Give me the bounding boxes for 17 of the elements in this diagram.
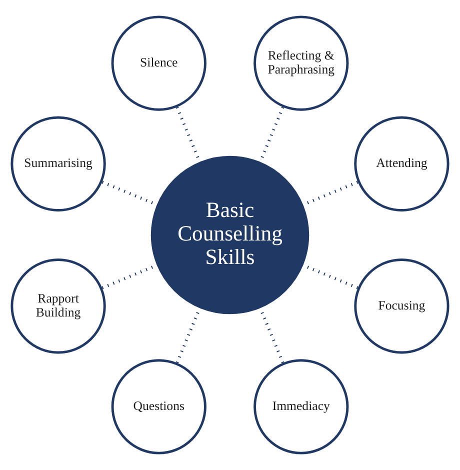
node-circle: Basic Counselling Skills (150, 156, 310, 314)
node-circle: Rapport Building (10, 258, 106, 354)
connector (175, 106, 202, 164)
connector (100, 180, 158, 206)
connector (302, 263, 360, 290)
connector (100, 263, 158, 290)
connector (258, 306, 285, 364)
node-circle: Questions (111, 359, 206, 454)
node-circle: Summarising (10, 116, 106, 212)
node-circle: Silence (111, 16, 206, 111)
node-circle: Immediacy (254, 359, 349, 454)
node-circle: Focusing (354, 258, 450, 354)
connector (302, 180, 360, 206)
node-circle: Reflecting & Paraphrasing (254, 16, 349, 111)
connector (258, 106, 285, 164)
node-circle: Attending (354, 116, 450, 212)
connector (175, 306, 202, 364)
